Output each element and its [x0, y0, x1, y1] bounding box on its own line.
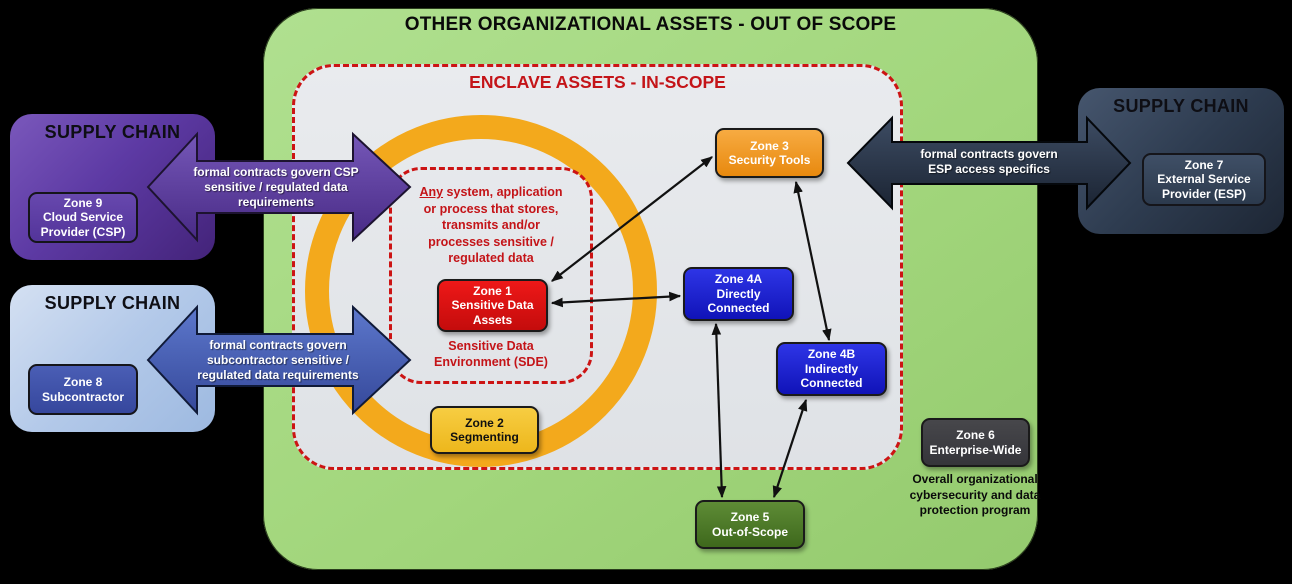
sde-label-line: Sensitive Data	[448, 339, 534, 353]
arrow-label-line: formal contracts govern CSP	[193, 165, 359, 179]
zone5-box: Zone 5 Out-of-Scope	[695, 500, 805, 549]
supply-chain-csp-title: SUPPLY CHAIN	[44, 122, 181, 142]
sde-description-line: or process that stores,	[423, 201, 559, 216]
zone6-box: Zone 6 Enterprise-Wide	[921, 418, 1030, 467]
sde-description: Any system, application or process that …	[392, 184, 590, 267]
zone4b-box: Zone 4B Indirectly Connected	[776, 342, 887, 396]
zone1-label-line: Zone 1	[473, 283, 512, 298]
zone3-label-line: Security Tools	[728, 153, 811, 167]
out-of-scope-title: OTHER ORGANIZATIONAL ASSETS - OUT OF SCO…	[404, 14, 897, 35]
zone7-label-line: Zone 7	[1184, 157, 1224, 172]
zone4a-label-line: Connected	[707, 301, 770, 316]
zone3-box: Zone 3 Security Tools	[715, 128, 824, 178]
zone6-caption-line: protection program	[919, 503, 1031, 517]
zone1-box: Zone 1 Sensitive Data Assets	[437, 279, 548, 332]
connector-zone4b-zone5	[772, 398, 808, 499]
zone2-label-line: Zone 2	[465, 415, 504, 430]
zone6-caption-line: cybersecurity and data	[909, 487, 1041, 502]
supply-chain-csp-panel: SUPPLY CHAIN Zone 9 Cloud Service Provid…	[10, 114, 215, 260]
zone1-label-line: Sensitive Data	[451, 298, 534, 313]
arrow-label-line: ESP access specifics	[928, 162, 1050, 176]
arrow-label-line: regulated data requirements	[197, 368, 359, 382]
zone4b-label-line: Indirectly	[804, 361, 859, 376]
arrow-label-line: formal contracts govern	[920, 147, 1058, 161]
connector-zone1-zone3	[551, 156, 713, 282]
sde-label-line: Environment (SDE)	[434, 355, 548, 369]
zone9-label-line: Cloud Service	[42, 210, 124, 225]
zone4b-label-line: Connected	[800, 376, 863, 391]
sde-description-line: Any system, application	[392, 184, 590, 201]
subcontractor-contract-arrow-label: formal contracts govern subcontractor se…	[180, 338, 376, 383]
zone8-label-line: Zone 8	[63, 375, 103, 389]
esp-contract-arrow	[846, 115, 1132, 211]
zone6-caption: Overall organizational cybersecurity and…	[885, 472, 1065, 519]
zone4a-box: Zone 4A Directly Connected	[683, 267, 794, 321]
arrow-label-line: formal contracts govern	[209, 338, 347, 352]
sde-description-line: processes sensitive /	[428, 234, 554, 249]
sde-label: Sensitive Data Environment (SDE)	[392, 338, 590, 370]
zone4a-label-line: Zone 4A	[714, 272, 763, 287]
zone9-box: Zone 9 Cloud Service Provider (CSP)	[28, 192, 138, 243]
zone2-box: Zone 2 Segmenting	[430, 406, 539, 454]
arrow-label-line: subcontractor sensitive /	[206, 353, 350, 367]
sde-description-line-rest: system, application	[443, 185, 563, 199]
zone9-label-line: Provider (CSP)	[40, 224, 126, 239]
supply-chain-subcontractor-title: SUPPLY CHAIN	[44, 293, 181, 313]
zone6-label-line: Zone 6	[956, 428, 995, 442]
zone5-label-line: Out-of-Scope	[712, 524, 788, 539]
sde-description-line: regulated data	[448, 251, 534, 265]
zone4b-label-line: Zone 4B	[807, 347, 856, 362]
connector-zone1-zone4a	[550, 291, 682, 308]
subcontractor-contract-arrow	[146, 304, 412, 416]
zone4a-label-line: Directly	[716, 286, 761, 301]
zone8-label-line: Subcontractor	[41, 389, 124, 404]
zone3-label-line: Zone 3	[750, 138, 789, 153]
enclave-title: ENCLAVE ASSETS - IN-SCOPE	[469, 72, 726, 92]
connector-zone4a-zone5	[711, 322, 727, 499]
zone1-label-line: Assets	[472, 312, 513, 327]
zone7-box: Zone 7 External Service Provider (ESP)	[1142, 153, 1266, 206]
sde-description-line: transmits and/or	[442, 218, 540, 232]
connector-zone3-zone4b	[793, 180, 832, 342]
zone8-box: Zone 8 Subcontractor	[28, 364, 138, 415]
sde-any-underline: Any	[419, 185, 444, 199]
esp-contract-arrow-label: formal contracts govern ESP access speci…	[898, 147, 1080, 177]
csp-contract-arrow-label: formal contracts govern CSP sensitive / …	[180, 165, 372, 210]
arrow-label-line: requirements	[237, 195, 315, 209]
zone7-label-line: Provider (ESP)	[1161, 186, 1247, 201]
zone9-label-line: Zone 9	[63, 195, 103, 210]
zone7-label-line: External Service	[1157, 172, 1251, 187]
zone5-label-line: Zone 5	[730, 510, 770, 524]
zone6-label-line: Enterprise-Wide	[929, 442, 1022, 457]
zone2-label-line: Segmenting	[450, 430, 519, 444]
zone6-caption-line: Overall organizational	[912, 472, 1038, 486]
arrow-label-line: sensitive / regulated data	[204, 180, 348, 194]
csp-contract-arrow	[146, 131, 412, 243]
supply-chain-esp-title: SUPPLY CHAIN	[1113, 96, 1249, 116]
